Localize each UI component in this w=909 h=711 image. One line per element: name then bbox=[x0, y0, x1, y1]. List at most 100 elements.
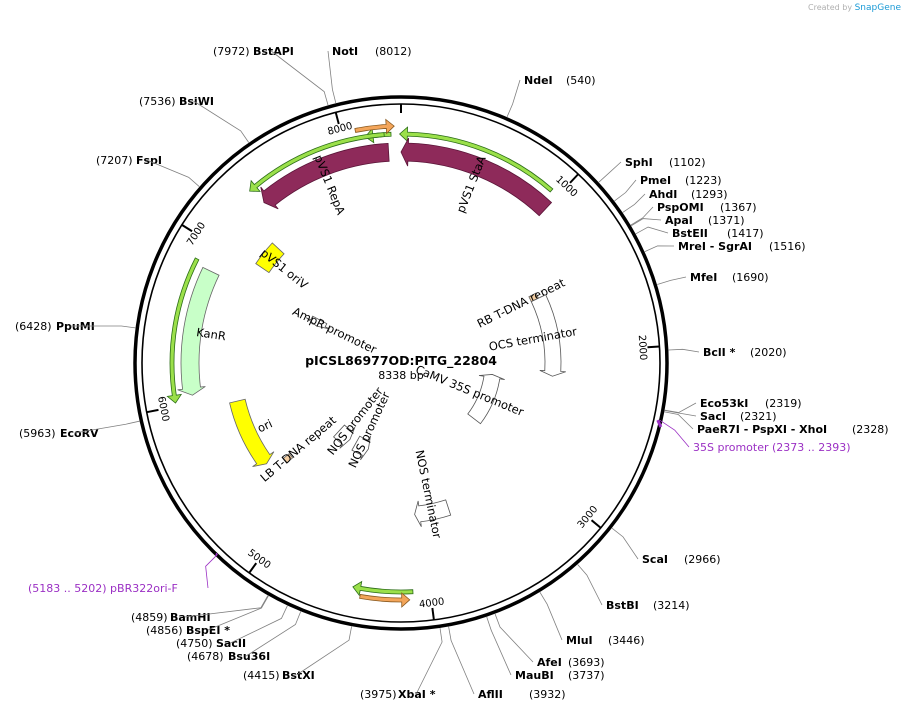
site-position: (4856) bbox=[146, 624, 183, 637]
site-ndei[interactable]: NdeI(540) bbox=[506, 74, 596, 118]
site-position: (4750) bbox=[176, 637, 213, 650]
site-bsu36i[interactable]: (4678)Bsu36I bbox=[187, 611, 302, 663]
feature-ocs-terminator[interactable] bbox=[530, 294, 566, 377]
site-position: (1417) bbox=[727, 227, 764, 240]
snapgene-credit: Created by SnapGene bbox=[808, 3, 901, 13]
feature-label: OCS terminator bbox=[488, 324, 578, 354]
feature-nos-promoter[interactable] bbox=[333, 424, 356, 449]
primer-leader-line bbox=[205, 554, 218, 589]
site-sacii[interactable]: (4750)SacII bbox=[176, 605, 288, 650]
feature-label: AmpR promoter bbox=[290, 304, 379, 356]
site-leader-line bbox=[630, 218, 662, 227]
site-noti[interactable]: NotI(8012) bbox=[327, 45, 412, 104]
site-name: BamHI bbox=[170, 611, 211, 624]
primer-pbr322ori-f[interactable]: (5183 .. 5202) pBR322ori-F bbox=[28, 552, 218, 595]
tick-label: 8000 bbox=[326, 121, 353, 138]
site-leader-line bbox=[506, 79, 521, 118]
feature-nos-terminator[interactable] bbox=[414, 499, 452, 527]
orf-arrow bbox=[399, 126, 554, 193]
site-maubi[interactable]: MauBI(3737) bbox=[486, 616, 605, 682]
feature-ori[interactable] bbox=[229, 398, 275, 467]
tick-mark bbox=[647, 345, 660, 349]
site-name: MreI - SgrAI bbox=[678, 240, 752, 253]
feature-lb-t-dna-repeat[interactable] bbox=[282, 453, 294, 464]
site-name: MluI bbox=[566, 634, 593, 647]
tick-mark bbox=[590, 519, 602, 529]
site-bstxi[interactable]: (4415)BstXI bbox=[243, 626, 352, 682]
tick-label: 7000 bbox=[185, 221, 208, 248]
site-pmei[interactable]: PmeI(1223) bbox=[614, 174, 722, 202]
site-ppumi[interactable]: (6428)PpuMI bbox=[15, 320, 136, 333]
site-leader-line bbox=[270, 50, 329, 106]
site-position: (3975) bbox=[360, 688, 397, 701]
site-afei[interactable]: AfeI(3693) bbox=[494, 613, 605, 669]
site-leader-line bbox=[70, 325, 136, 329]
site-mfei[interactable]: MfeI(1690) bbox=[657, 271, 769, 285]
site-leader-line bbox=[207, 595, 269, 631]
site-bstapi[interactable]: (7972)BstAPI bbox=[213, 45, 329, 106]
site-saci[interactable]: SacI(2321) bbox=[664, 410, 777, 423]
site-position: (5963) bbox=[19, 427, 56, 440]
site-name: BspEI * bbox=[186, 624, 230, 637]
site-scai[interactable]: ScaI(2966) bbox=[611, 527, 721, 566]
site-position: (1293) bbox=[691, 188, 728, 201]
site-bcli-[interactable]: BclI *(2020) bbox=[668, 346, 787, 359]
plasmid-length: 8338 bp bbox=[378, 369, 423, 382]
site-position: (2328) bbox=[852, 423, 889, 436]
feature-nos-promoter[interactable] bbox=[351, 435, 371, 461]
feature-camv-35s-promoter[interactable] bbox=[467, 374, 505, 425]
site-sphi[interactable]: SphI(1102) bbox=[598, 156, 706, 183]
site-name: EcoRV bbox=[60, 427, 99, 440]
site-apai[interactable]: ApaI(1371) bbox=[630, 214, 745, 227]
site-leader-line bbox=[630, 206, 654, 226]
site-name: PaeR7I - PspXI - XhoI bbox=[697, 423, 827, 436]
site-leader-line bbox=[494, 613, 534, 663]
site-bsiwi[interactable]: (7536)BsiWI bbox=[139, 95, 250, 143]
site-name: Bsu36I bbox=[228, 650, 270, 663]
site-leader-line bbox=[415, 628, 443, 695]
site-bspei-[interactable]: (4856)BspEI * bbox=[146, 595, 269, 637]
site-leader-line bbox=[74, 420, 140, 434]
site-ahdi[interactable]: AhdI (1293) bbox=[622, 188, 728, 213]
site-position: (540) bbox=[566, 74, 596, 87]
site-name: AhdI bbox=[649, 188, 677, 201]
site-name: SacII bbox=[216, 637, 246, 650]
site-position: (6428) bbox=[15, 320, 52, 333]
site-mrei-sgrai[interactable]: MreI - SgrAI(1516) bbox=[644, 240, 806, 253]
site-name: Eco53kI bbox=[700, 397, 748, 410]
feature-pvs1-oriv[interactable] bbox=[255, 242, 285, 274]
site-name: ScaI bbox=[642, 553, 668, 566]
site-fspi[interactable]: (7207)FspI bbox=[96, 154, 200, 187]
site-leader-line bbox=[245, 611, 302, 657]
site-aflii[interactable]: AflII(3932) bbox=[448, 626, 566, 701]
site-ecorv[interactable]: (5963) EcoRV bbox=[19, 420, 140, 440]
restriction-sites: NdeI(540)SphI(1102)PmeI(1223)AhdI(1293)P… bbox=[15, 45, 889, 701]
tick-label: 4000 bbox=[418, 596, 445, 610]
backbone-outer-circle bbox=[133, 95, 669, 631]
site-position: (4415) bbox=[243, 669, 280, 682]
feature-pvs1-staa[interactable] bbox=[400, 137, 553, 217]
site-leader-line bbox=[644, 245, 675, 253]
site-xbai-[interactable]: (3975)XbaI * bbox=[360, 628, 443, 701]
site-position: (2321) bbox=[740, 410, 777, 423]
site-leader-line bbox=[193, 100, 250, 143]
primer-35s-promoter[interactable]: 35S promoter (2373 .. 2393) bbox=[656, 419, 851, 454]
site-paer7i-pspxi-xhoi[interactable]: PaeR7I - PspXI - XhoI (2328) bbox=[664, 411, 889, 436]
site-bamhi[interactable]: (4859)BamHI bbox=[131, 595, 269, 624]
site-mlui[interactable]: MluI(3446) bbox=[539, 591, 645, 647]
site-leader-line bbox=[539, 591, 563, 641]
feature-label: NOS terminator bbox=[413, 449, 445, 540]
site-name: BstAPI bbox=[253, 45, 294, 58]
feature-kanr[interactable] bbox=[177, 266, 220, 396]
site-bstbi[interactable]: BstBI(3214) bbox=[577, 564, 690, 612]
site-leader-line bbox=[657, 276, 687, 285]
feature-ampr-promoter[interactable] bbox=[306, 315, 330, 330]
feature-pvs1-repa[interactable] bbox=[260, 142, 390, 210]
site-name: BstXI bbox=[282, 669, 315, 682]
site-position: (3693) bbox=[568, 656, 605, 669]
site-eco53ki[interactable]: Eco53kI(2319) bbox=[664, 397, 802, 413]
site-position: (1371) bbox=[708, 214, 745, 227]
site-pspomi[interactable]: PspOMI(1367) bbox=[630, 201, 757, 226]
site-bsteii[interactable]: BstEII(1417) bbox=[635, 226, 764, 240]
tick-mark bbox=[248, 562, 258, 574]
